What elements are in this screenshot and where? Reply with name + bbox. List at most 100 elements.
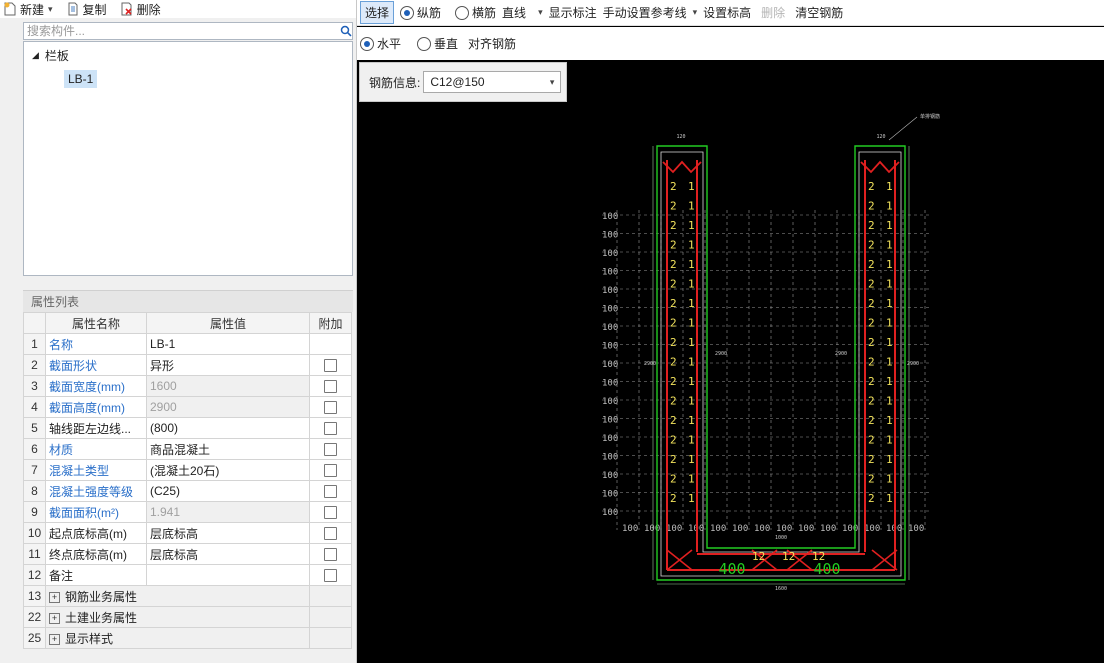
tree-item-lb1[interactable]: LB-1	[64, 70, 98, 88]
property-value[interactable]: 1.941	[146, 501, 310, 523]
property-name: 截面形状	[45, 354, 147, 376]
extra-checkbox[interactable]	[324, 464, 337, 478]
bar-label: 1	[688, 414, 695, 427]
property-value[interactable]: 层底标高	[146, 543, 310, 565]
radio-checked-icon	[400, 5, 415, 20]
extra-checkbox[interactable]	[324, 506, 337, 520]
copy-button[interactable]: 复制	[67, 1, 107, 18]
bar-label: 1	[886, 317, 893, 330]
select-button[interactable]: 选择	[360, 1, 395, 24]
property-value[interactable]	[146, 564, 310, 586]
extra-checkbox[interactable]	[324, 422, 337, 436]
extra-checkbox[interactable]	[324, 380, 337, 394]
grid-label: 100	[602, 231, 618, 241]
dim-top-left: 120	[676, 134, 685, 140]
group-cell: +显示样式	[45, 627, 310, 649]
manual-ref-dropdown-icon[interactable]: ▾	[692, 7, 698, 17]
bar-label: 2	[670, 375, 677, 388]
property-group-row[interactable]: 13+钢筋业务属性	[23, 585, 352, 607]
line-mode-button[interactable]: 直线	[502, 6, 527, 20]
property-value[interactable]: 异形	[146, 354, 310, 376]
new-dropdown-icon[interactable]: ▾	[48, 3, 53, 14]
extra-checkbox[interactable]	[324, 401, 337, 415]
bar-label: 1	[688, 278, 695, 291]
bar-label: 2	[868, 278, 875, 291]
delete-rebar-button[interactable]: 删除	[761, 6, 786, 20]
property-list-title: 属性列表	[23, 290, 353, 312]
set-elevation-button[interactable]: 设置标高	[703, 6, 752, 20]
search-input[interactable]	[24, 23, 329, 39]
bar-label: 1	[688, 356, 695, 369]
inner-outline	[660, 151, 902, 577]
horizontal-radio[interactable]: 水平	[360, 35, 401, 52]
property-value[interactable]: 层底标高	[146, 522, 310, 544]
rebar-info-dropdown[interactable]: C12@150 ▾	[423, 71, 562, 93]
bar-label: 1	[886, 492, 893, 505]
bottom-segment-label: 400	[813, 560, 840, 578]
bar-label: 1	[886, 434, 893, 447]
bar-label: 1	[688, 375, 695, 388]
expand-plus-icon[interactable]: +	[49, 633, 60, 645]
align-rebar-button[interactable]: 对齐钢筋	[468, 37, 517, 51]
expand-plus-icon[interactable]: +	[49, 612, 60, 624]
search-icon[interactable]	[340, 25, 352, 37]
drawing-area: 选择 纵筋 横筋 直线 ▾ 显示标注 手动设置参考线 ▾ 设置标高 删除 清空钢…	[357, 0, 1104, 663]
expand-plus-icon[interactable]: +	[49, 591, 60, 603]
grid-label: 100	[602, 434, 618, 444]
property-value[interactable]: 2900	[146, 396, 310, 418]
collapse-icon[interactable]: ◢	[32, 49, 39, 60]
extra-cell	[309, 564, 352, 586]
section-canvas[interactable]: 1001001001001001001001001001001001001001…	[357, 60, 1104, 663]
bar-label: 2	[868, 200, 875, 213]
property-value[interactable]: (混凝土20石)	[146, 459, 310, 481]
manual-ref-button[interactable]: 手动设置参考线	[602, 6, 687, 20]
property-value[interactable]: LB-1	[146, 333, 310, 355]
property-value[interactable]: (C25)	[146, 480, 310, 502]
grid-bottom-label: 100	[820, 524, 836, 534]
transverse-radio[interactable]: 横筋	[455, 4, 496, 21]
new-button[interactable]: 新建 ▾	[4, 1, 53, 18]
property-name: 终点底标高(m)	[45, 543, 147, 565]
extra-cell	[309, 522, 352, 544]
extra-cell	[309, 396, 352, 418]
top-annotation: 单排钢筋	[920, 113, 940, 120]
property-group-row[interactable]: 25+显示样式	[23, 627, 352, 649]
extra-checkbox[interactable]	[324, 359, 337, 373]
extra-checkbox[interactable]	[324, 443, 337, 457]
dim-height-inner-right: 2900	[835, 351, 847, 357]
bar-label: 2	[868, 239, 875, 252]
extra-checkbox[interactable]	[324, 527, 337, 541]
rebar-cross	[871, 549, 898, 571]
property-value[interactable]: 商品混凝土	[146, 438, 310, 460]
header-extra: 附加	[309, 312, 352, 334]
property-value[interactable]: (800)	[146, 417, 310, 439]
row-index: 11	[23, 543, 46, 565]
vertical-radio[interactable]: 垂直	[417, 35, 458, 52]
delete-button[interactable]: 删除	[121, 1, 161, 18]
extra-checkbox[interactable]	[324, 485, 337, 499]
row-index: 2	[23, 354, 46, 376]
longitudinal-radio[interactable]: 纵筋	[400, 4, 441, 21]
property-group-row[interactable]: 22+土建业务属性	[23, 606, 352, 628]
extra-checkbox[interactable]	[324, 569, 337, 583]
line-dropdown-icon[interactable]: ▾	[538, 7, 543, 17]
extra-checkbox[interactable]	[324, 548, 337, 562]
bar-label: 2	[868, 473, 875, 486]
show-label-button[interactable]: 显示标注	[548, 6, 597, 20]
clear-rebar-button[interactable]: 清空钢筋	[795, 6, 844, 20]
property-value[interactable]: 1600	[146, 375, 310, 397]
tree-group-row[interactable]: ◢ 栏板	[32, 46, 69, 64]
bottom-segment-label: 400	[718, 560, 745, 578]
